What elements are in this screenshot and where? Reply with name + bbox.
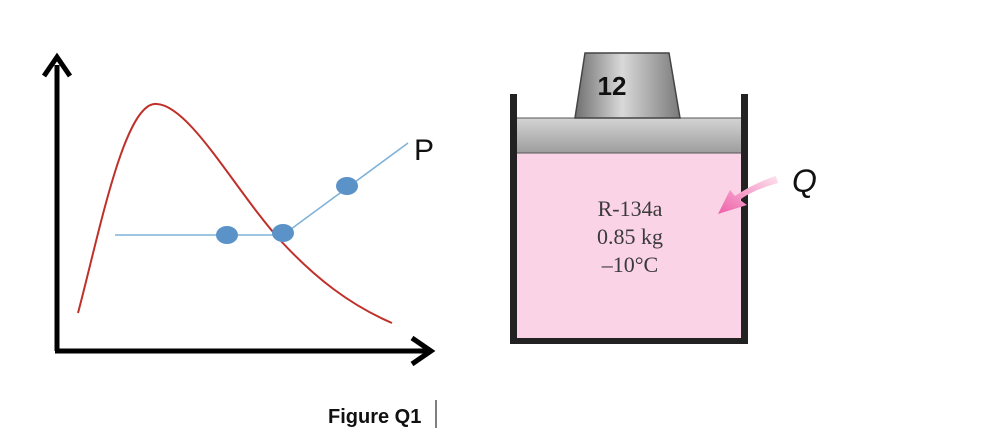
weight <box>574 52 681 119</box>
cylinder-left-wall <box>510 94 517 344</box>
weight-label: 12 <box>598 71 627 101</box>
figure-caption: Figure Q1 <box>328 406 421 428</box>
x-axis-arrowhead <box>410 335 436 367</box>
cylinder-right-wall <box>741 94 748 344</box>
fluid-temperature: –10°C <box>601 252 658 277</box>
fluid-mass: 0.85 kg <box>597 224 663 249</box>
heat-arrow <box>718 176 778 214</box>
state-point-1 <box>216 226 238 244</box>
heat-label: Q <box>792 163 817 199</box>
state-point-3 <box>336 177 358 195</box>
pressure-line-label: P <box>414 134 434 167</box>
y-axis-arrowhead <box>41 52 73 78</box>
piston-cylinder-device: 12 R-134a 0.85 kg –10°C Q <box>510 52 817 344</box>
state-point-2 <box>272 224 294 242</box>
cylinder-bottom <box>510 338 748 344</box>
constant-pressure-line <box>115 142 409 236</box>
ts-diagram: P <box>41 52 436 367</box>
piston <box>515 117 743 154</box>
fluid-region <box>515 152 743 340</box>
fluid-name: R-134a <box>598 196 663 221</box>
saturation-dome <box>77 102 393 324</box>
